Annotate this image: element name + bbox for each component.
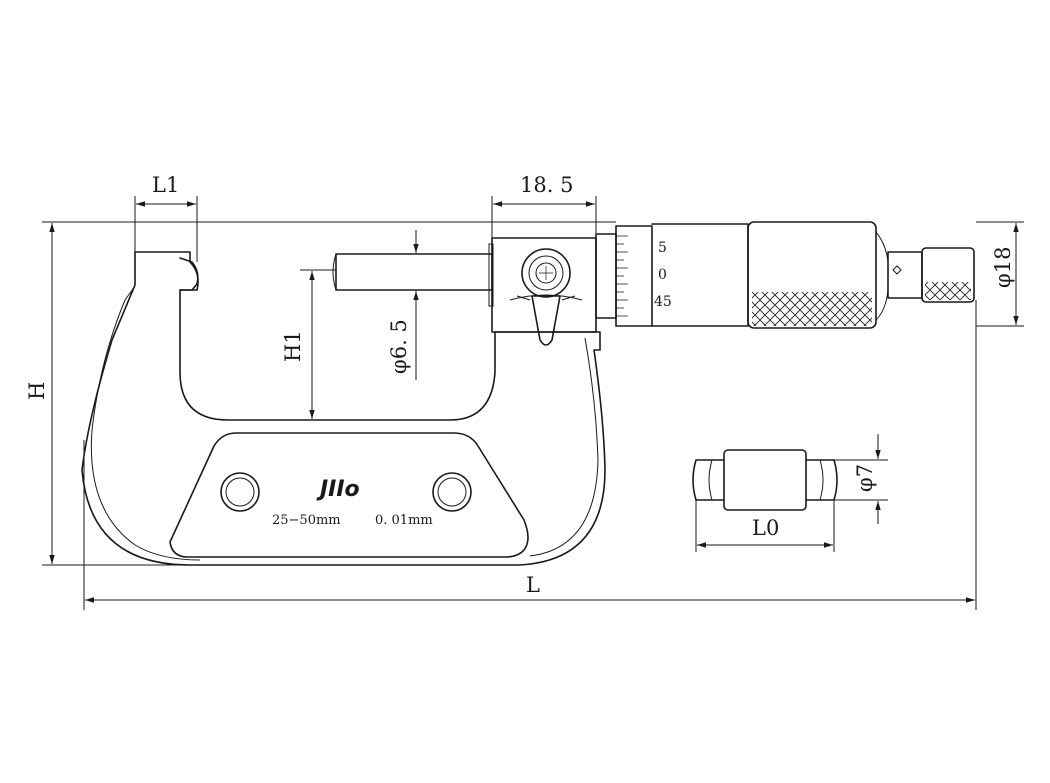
rivet-right — [432, 472, 472, 512]
lock-knob — [521, 248, 571, 298]
dimension-lines — [42, 196, 1024, 610]
thimble: 5 0 45 — [651, 223, 749, 327]
dim-label-18-5: 18. 5 — [520, 173, 573, 197]
sleeve — [595, 225, 653, 327]
resolution-label: 0. 01mm — [375, 513, 433, 528]
dim-label-l1: L1 — [152, 173, 179, 197]
dim-label-phi-18: φ18 — [991, 247, 1015, 288]
dim-label-phi-6-5: φ6. 5 — [387, 319, 411, 374]
thimble-scale-5: 5 — [658, 240, 667, 256]
knurled-grip — [747, 221, 889, 329]
dim-label-phi-7: φ7 — [853, 464, 877, 492]
anvil — [179, 257, 199, 291]
micrometer-frame — [81, 251, 606, 566]
dim-label-l0: L0 — [752, 516, 779, 540]
brand-logo: JIIo — [316, 477, 360, 502]
setting-standard — [692, 449, 838, 511]
dim-label-l: L — [526, 573, 540, 597]
lock-lever — [531, 295, 561, 346]
lock-block — [488, 237, 597, 346]
thimble-scale-45: 45 — [654, 294, 672, 310]
rivet-left — [220, 472, 260, 512]
dim-label-h1: H1 — [281, 330, 305, 362]
spindle — [332, 253, 493, 291]
dim-label-h: H — [25, 382, 49, 400]
ratchet-stop — [887, 247, 975, 303]
name-plate: JIIo 25−50mm 0. 01mm — [169, 432, 529, 558]
measuring-range-label: 25−50mm — [272, 513, 341, 528]
thimble-scale-0: 0 — [658, 267, 667, 283]
